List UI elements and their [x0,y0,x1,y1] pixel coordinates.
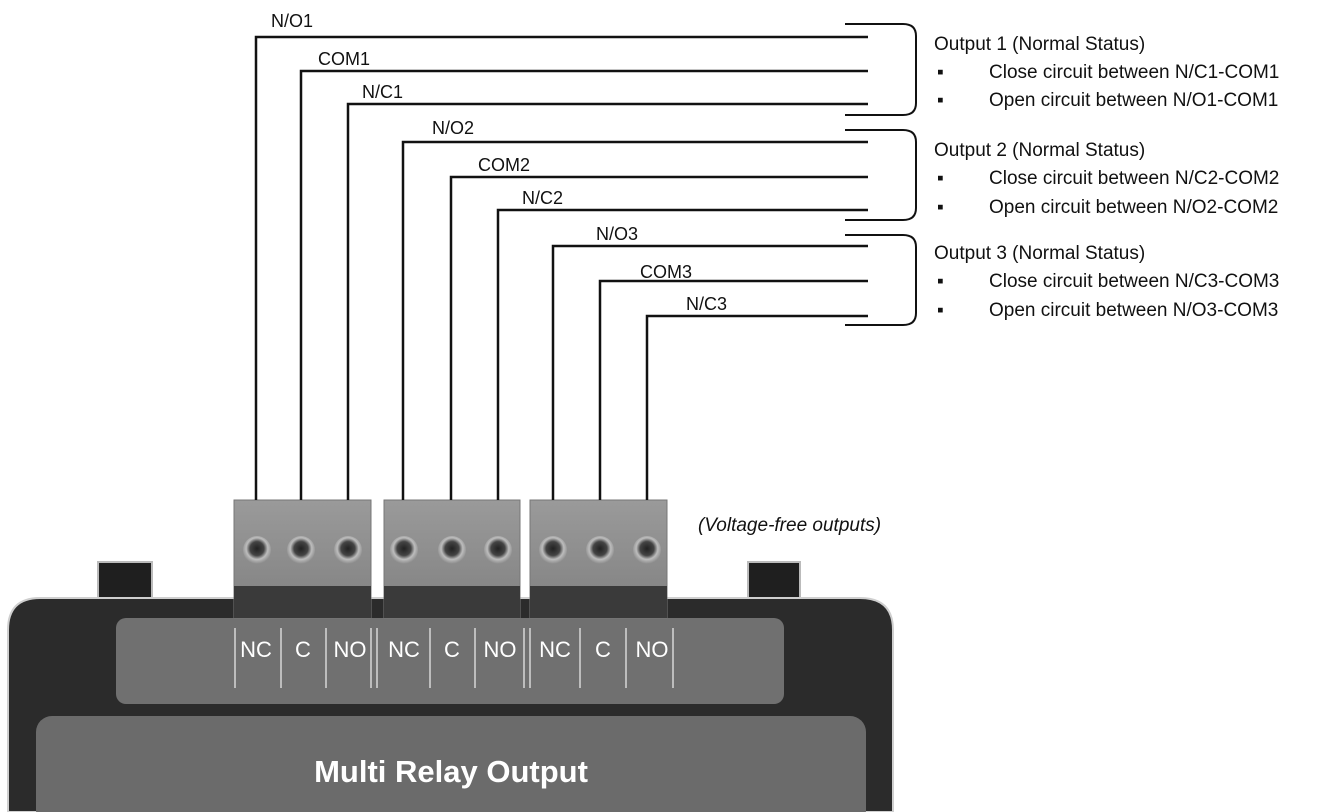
wire-label: N/O1 [271,11,313,31]
terminal-label: NC [240,637,272,662]
wire-no1 [254,35,868,500]
output-title: Output 1 (Normal Status) [934,34,1145,55]
terminal-labels: NC C NO NC C NO NC C NO [240,637,668,662]
terminal-label: NC [539,637,571,662]
relay-device: Multi Relay Output [7,561,894,812]
output-title: Output 2 (Normal Status) [934,140,1145,161]
screw-no1[interactable] [334,536,362,564]
wire-nc2 [496,208,868,500]
wire-label: N/O3 [596,224,638,244]
wire-label: COM1 [318,49,370,69]
screw-c2[interactable] [438,536,466,564]
terminal-screws [243,536,661,564]
terminal-separators [234,628,674,688]
terminal-label: C [295,637,311,662]
bullet-icon: ▪ [937,62,944,83]
output-item: Close circuit between N/C3-COM3 [989,271,1279,292]
wire-nc1 [346,102,868,500]
wires [254,35,868,500]
device-title: Multi Relay Output [314,754,588,789]
screw-nc2[interactable] [390,536,418,564]
terminal-label: C [595,637,611,662]
wire-label: COM2 [478,155,530,175]
screw-nc1[interactable] [243,536,271,564]
output-item: Open circuit between N/O2-COM2 [989,197,1278,218]
wire-label: COM3 [640,262,692,282]
wire-com1 [299,69,868,500]
wire-label: N/O2 [432,118,474,138]
screw-c1[interactable] [287,536,315,564]
device-label-panel [36,716,866,812]
bullet-icon: ▪ [937,271,944,292]
terminal-panel [116,618,784,704]
output-legend-3: Output 3 (Normal Status) ▪ Close circuit… [934,243,1279,321]
wire-com2 [449,175,868,500]
bullet-icon: ▪ [937,197,944,218]
wire-label: N/C1 [362,82,403,102]
output-braces [845,23,917,326]
bullet-icon: ▪ [937,300,944,321]
output-legend-2: Output 2 (Normal Status) ▪ Close circuit… [934,140,1279,218]
voltage-free-note: (Voltage-free outputs) [698,515,881,536]
output-legend-1: Output 1 (Normal Status) ▪ Close circuit… [934,34,1279,111]
brace-output-2 [845,129,917,221]
terminal-label: NC [388,637,420,662]
output-item: Close circuit between N/C1-COM1 [989,62,1279,83]
terminal-label: NO [636,637,669,662]
wire-labels: N/O1 COM1 N/C1 N/O2 COM2 N/C2 N/O3 COM3 … [271,11,727,314]
terminal-label: C [444,637,460,662]
wire-com3 [598,279,868,500]
wire-no3 [551,244,868,500]
bullet-icon: ▪ [937,90,944,111]
wire-no2 [401,140,868,500]
screw-no3[interactable] [633,536,661,564]
output-title: Output 3 (Normal Status) [934,243,1145,264]
bullet-icon: ▪ [937,168,944,189]
output-item: Close circuit between N/C2-COM2 [989,168,1279,189]
screw-nc3[interactable] [539,536,567,564]
brace-output-3 [845,234,917,326]
terminal-label: NO [484,637,517,662]
output-item: Open circuit between N/O3-COM3 [989,300,1278,321]
screw-no2[interactable] [484,536,512,564]
wire-label: N/C3 [686,294,727,314]
screw-c3[interactable] [586,536,614,564]
terminal-label: NO [334,637,367,662]
wire-nc3 [645,314,868,500]
output-item: Open circuit between N/O1-COM1 [989,90,1278,111]
brace-output-1 [845,23,917,116]
wire-label: N/C2 [522,188,563,208]
